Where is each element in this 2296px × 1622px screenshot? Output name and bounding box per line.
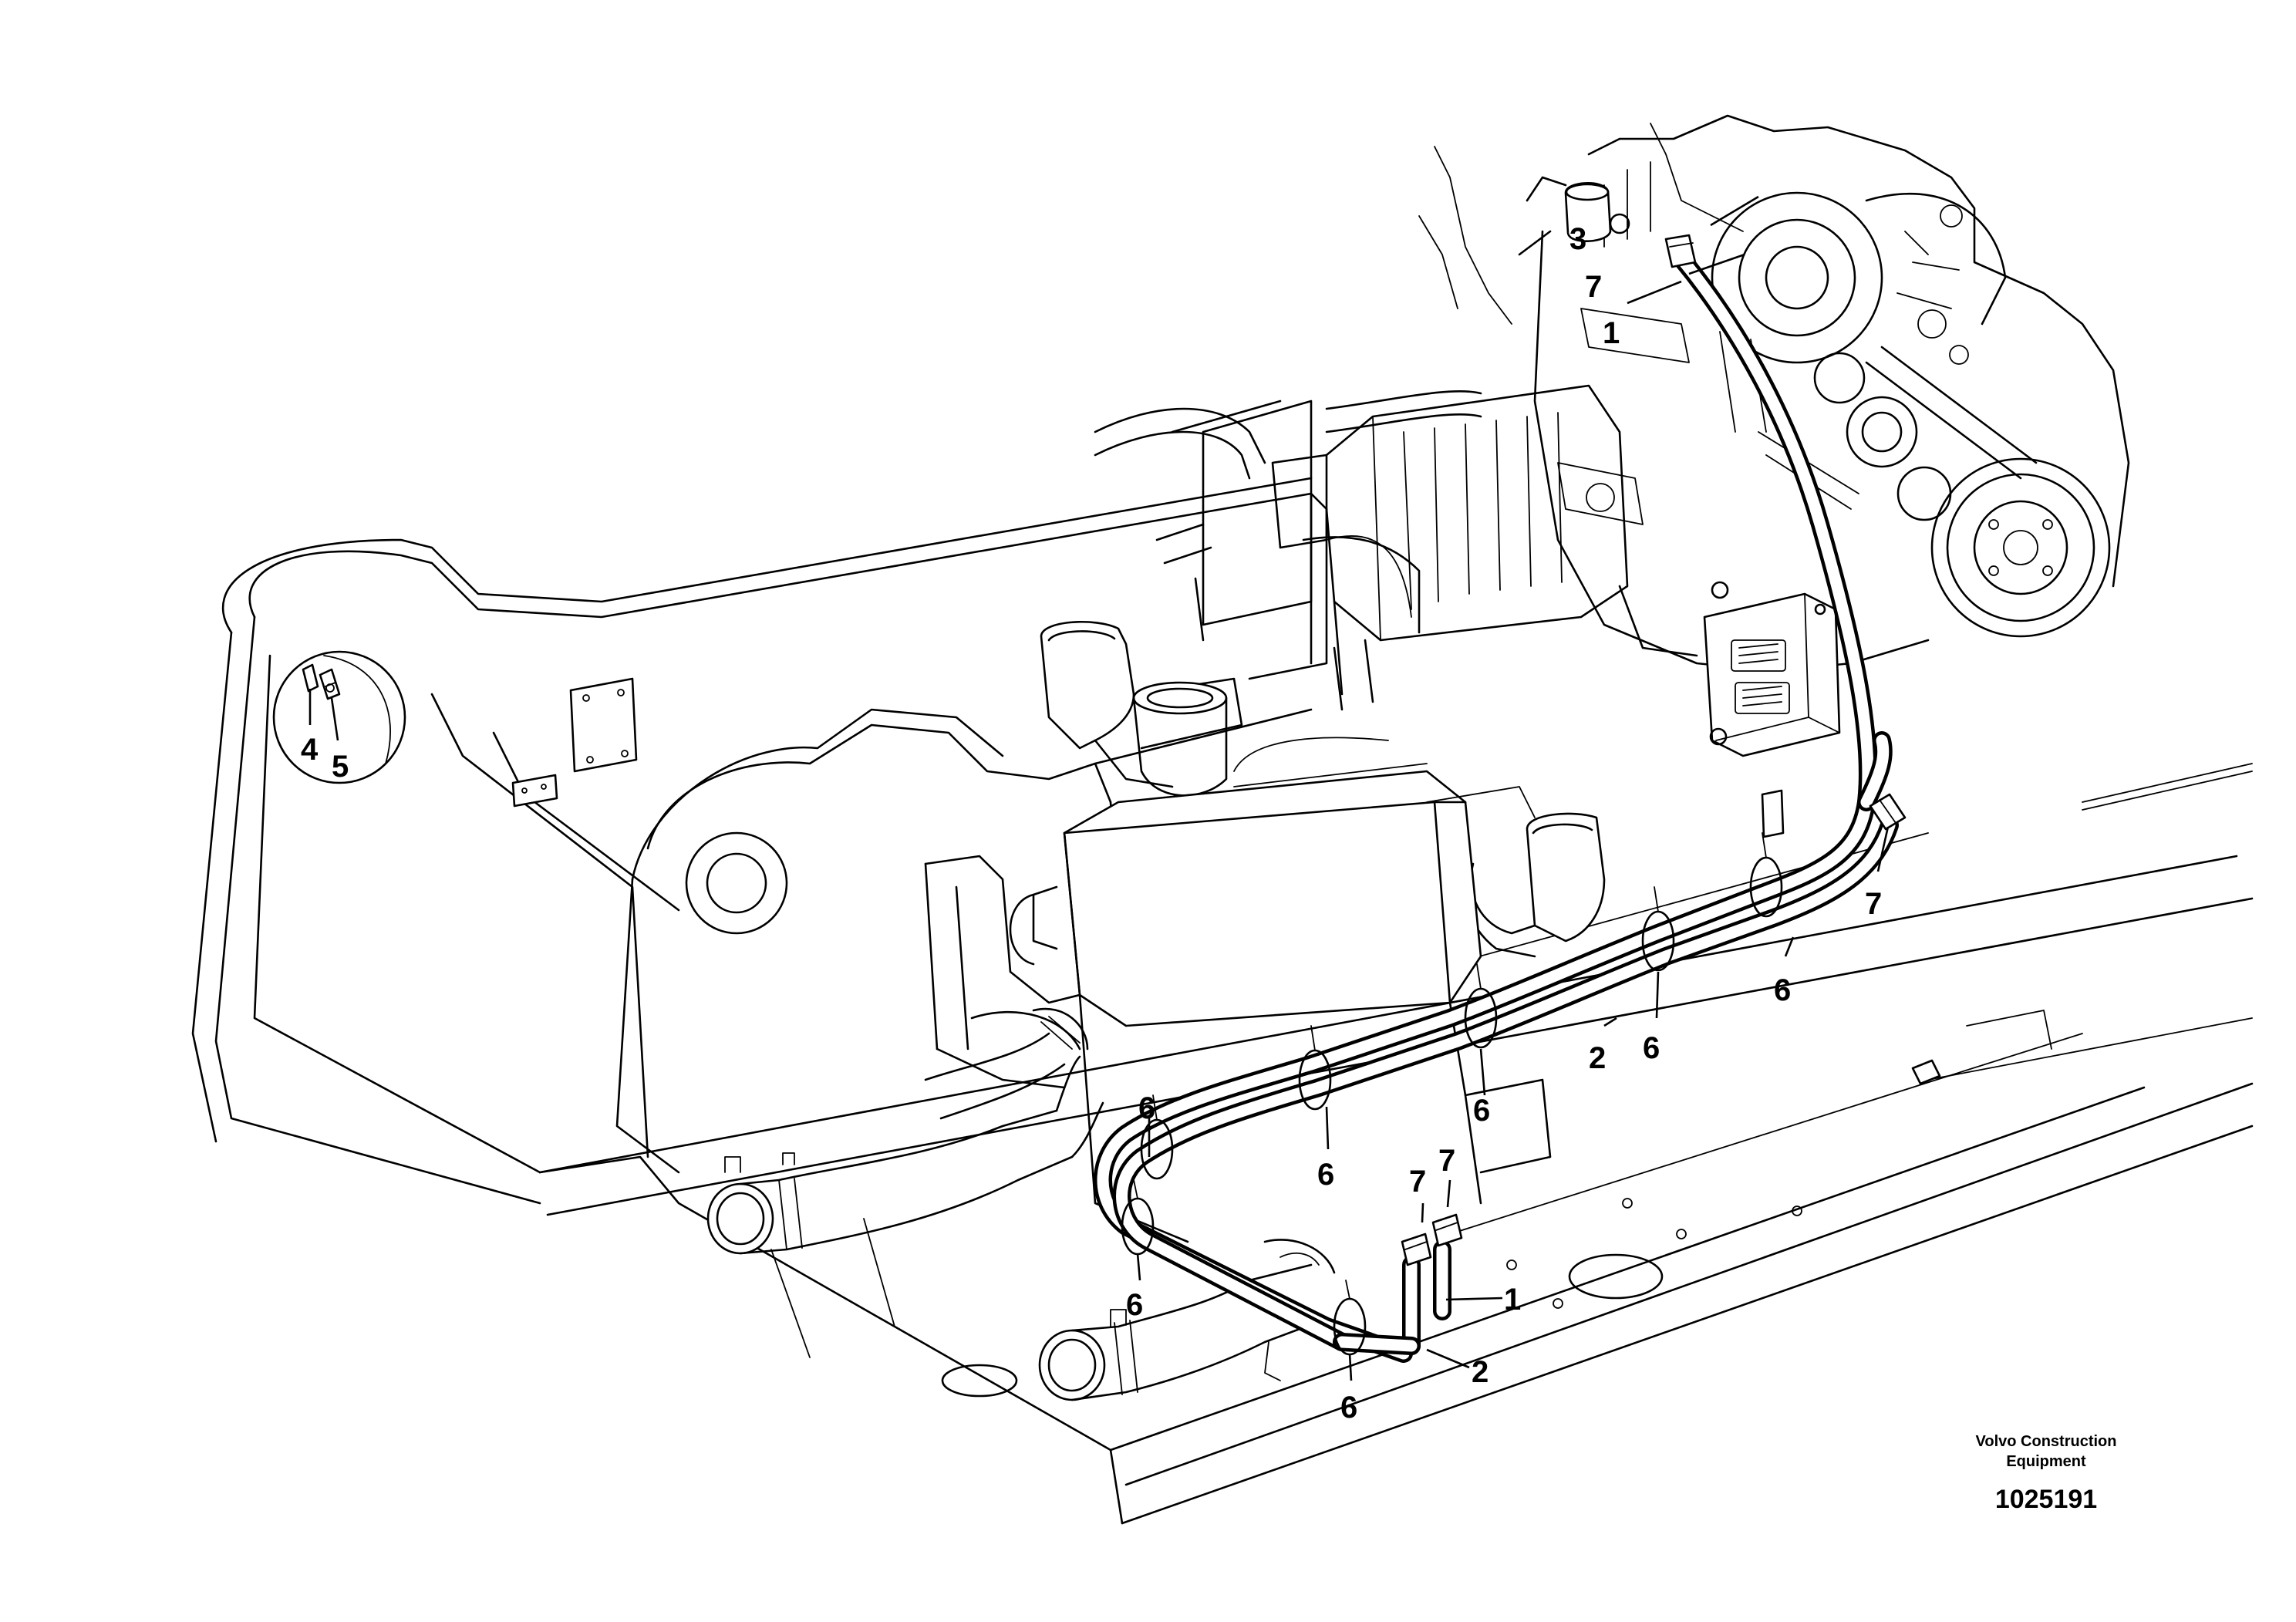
callout-1-bottom: 1 — [1504, 1283, 1521, 1317]
manufacturer-name-line2: Equipment — [2006, 1453, 2086, 1470]
callout-2-upper: 2 — [1589, 1041, 1606, 1075]
callout-5: 5 — [332, 750, 349, 784]
lower-pipes — [706, 1007, 1336, 1401]
footer-block: Volvo Construction Equipment 1025191 — [1976, 1433, 2117, 1514]
callout-6-left-mid: 6 — [1317, 1158, 1334, 1192]
boom-foot-frame — [191, 477, 1344, 1205]
callout-7-lower-right: 7 — [1438, 1144, 1455, 1178]
hydraulic-tank — [1009, 737, 1552, 1243]
callout-4: 4 — [301, 733, 319, 767]
callout-7-right: 7 — [1865, 887, 1882, 921]
drawing-number: 1025191 — [1995, 1485, 2097, 1514]
upper-frame — [538, 763, 2254, 1525]
callout-6-mid-right: 6 — [1643, 1031, 1660, 1065]
callout-2-bottom: 2 — [1472, 1355, 1489, 1389]
callout-6-right: 6 — [1774, 973, 1791, 1007]
hose-assembly — [1094, 249, 1899, 1363]
leader-lines — [308, 195, 1890, 1381]
clip-and-nut — [302, 663, 341, 700]
manufacturer-name-line1: Volvo Construction — [1976, 1433, 2117, 1450]
engine — [1418, 114, 2130, 673]
engine-support — [1094, 384, 1698, 711]
callout-6-left-lower: 6 — [1126, 1288, 1143, 1322]
callout-6-mid: 6 — [1473, 1094, 1490, 1128]
callout-3: 3 — [1569, 222, 1586, 256]
callout-labels: 3 7 1 7 6 6 2 6 6 6 6 6 7 7 1 2 4 5 — [301, 222, 1882, 1425]
callout-1-top: 1 — [1603, 316, 1620, 350]
side-bracket — [924, 855, 1081, 1089]
callout-6-bottom: 6 — [1340, 1391, 1357, 1425]
hose-fittings — [1401, 182, 1907, 1266]
callout-7-top: 7 — [1585, 270, 1602, 304]
callout-7-lower-left: 7 — [1409, 1165, 1426, 1199]
engine-control-unit — [1703, 581, 1841, 838]
callout-6-left-upper: 6 — [1138, 1091, 1155, 1125]
